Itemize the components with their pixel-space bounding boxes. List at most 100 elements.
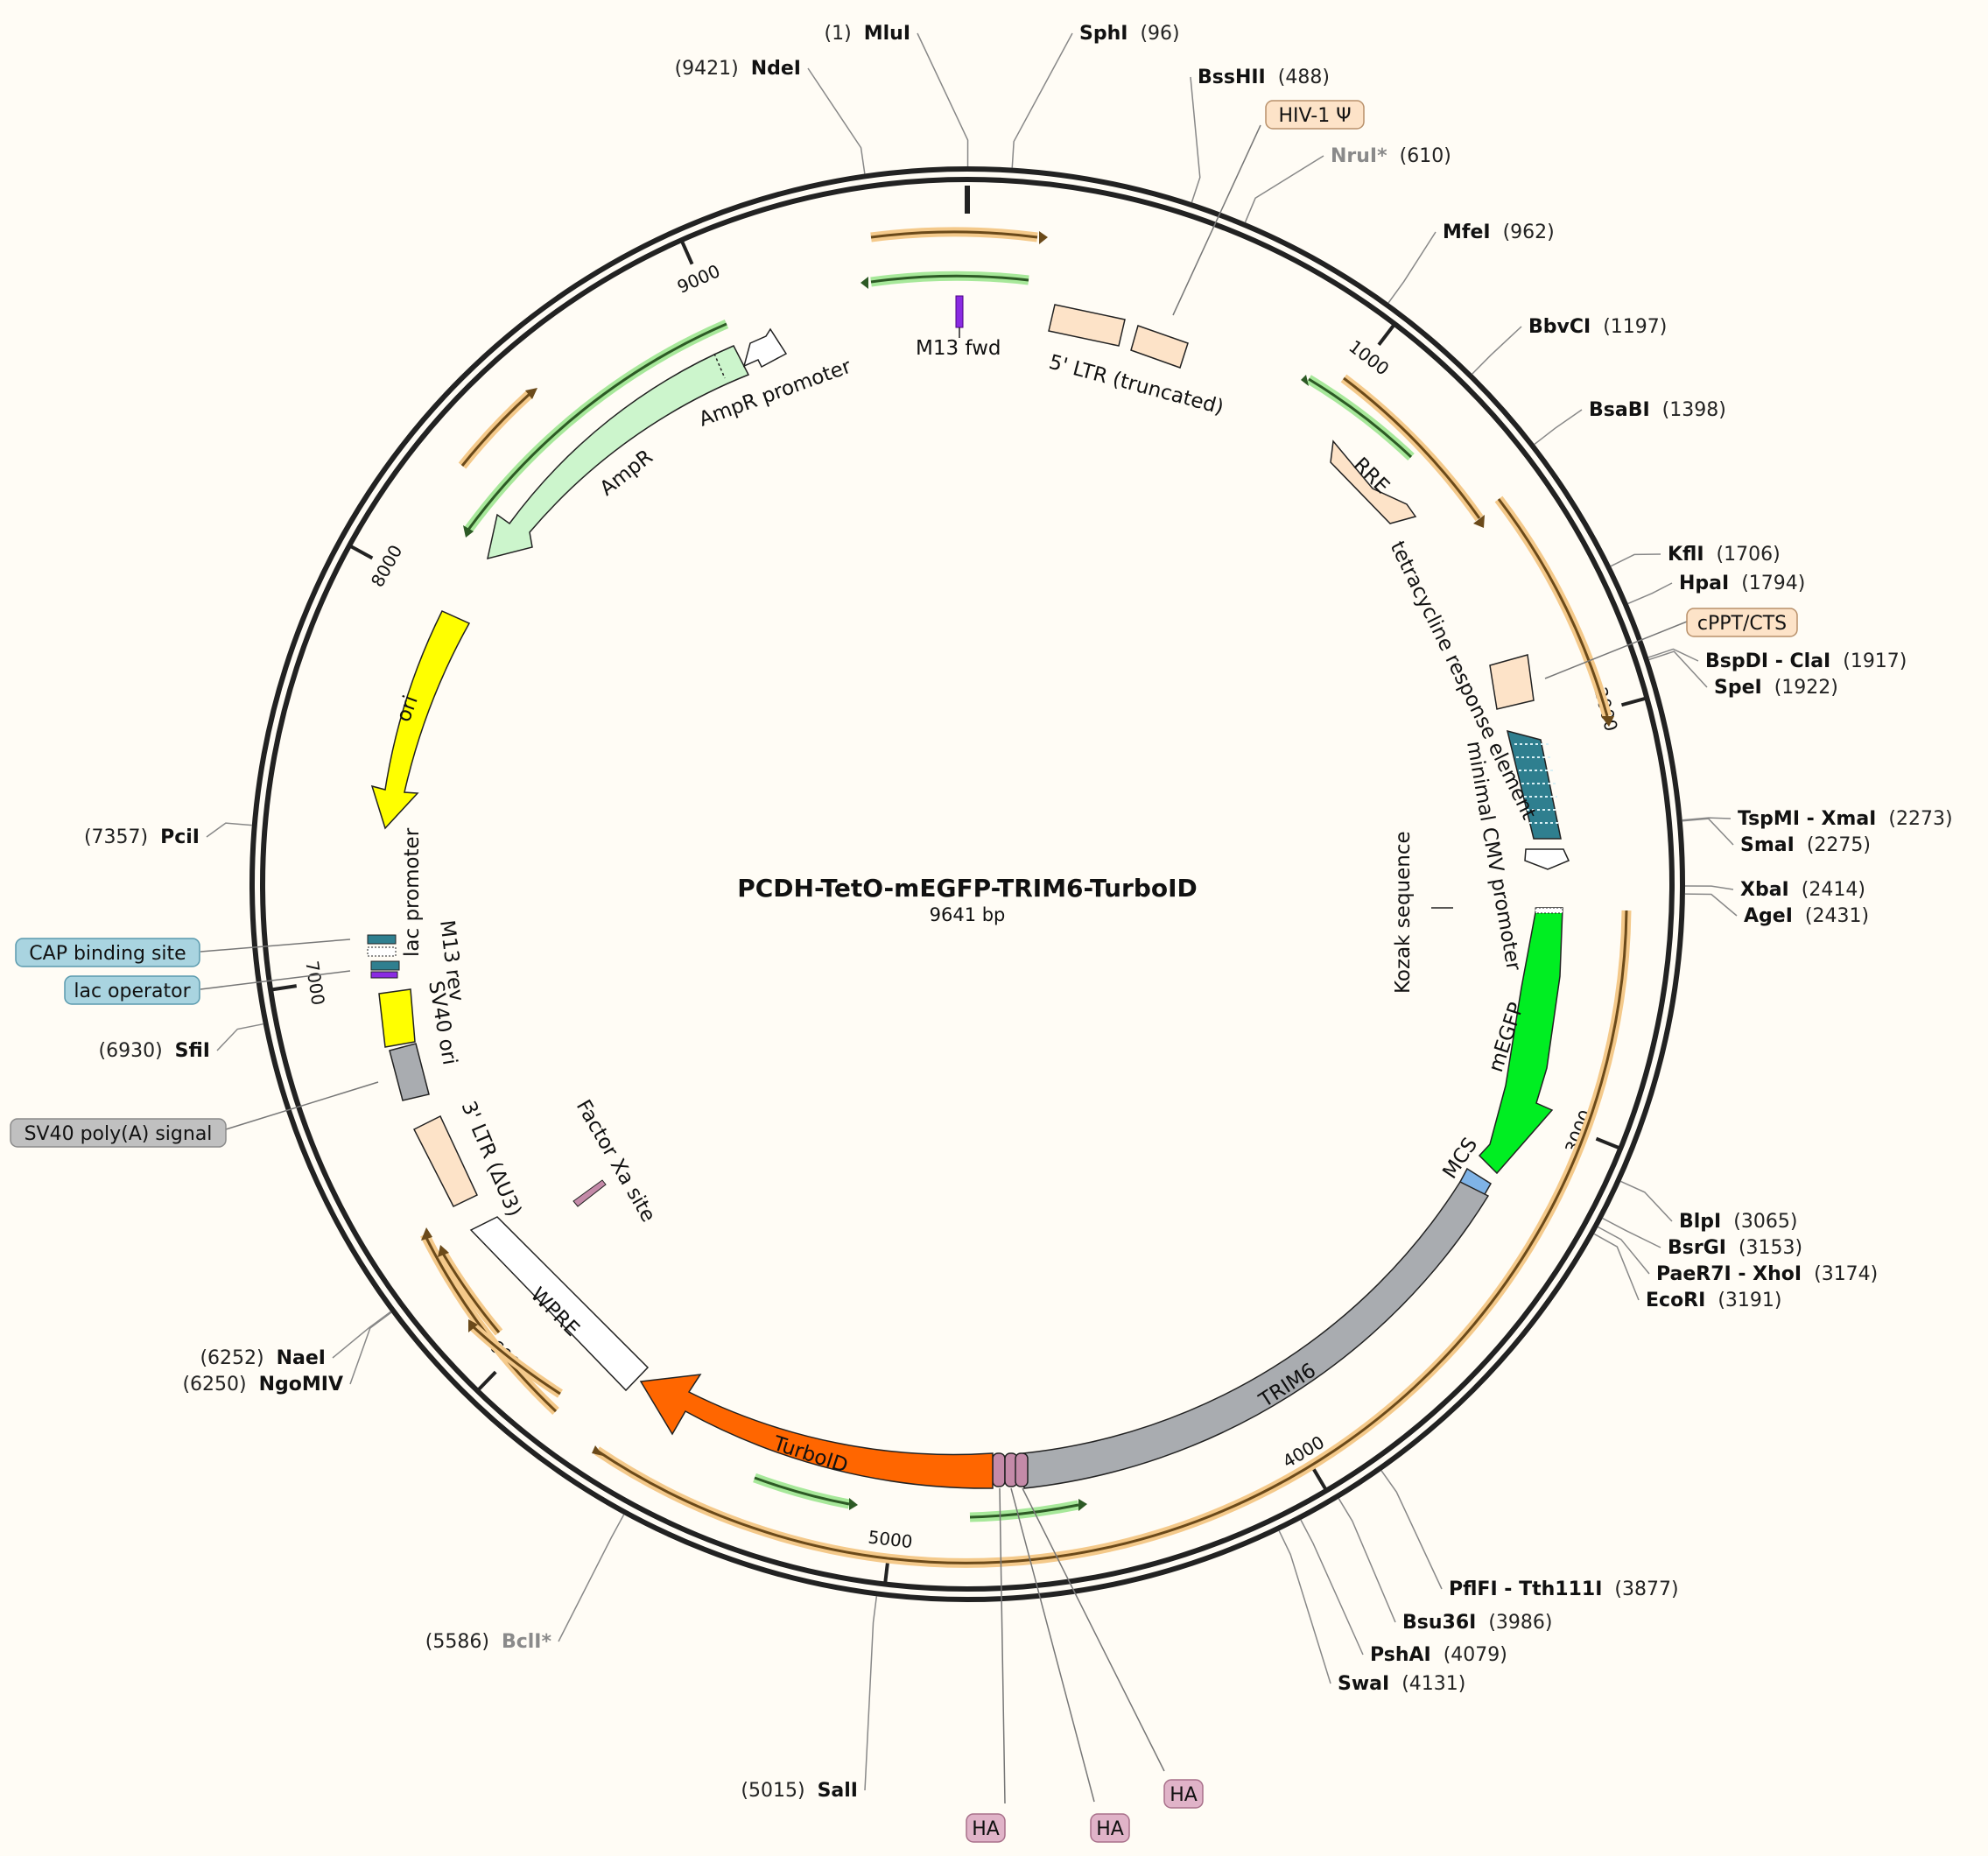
tick-label: 1000 (1345, 336, 1393, 380)
tick-mark (679, 239, 694, 265)
enzyme-name: NgoMIV (259, 1374, 343, 1396)
enzyme-gap (1650, 399, 1662, 421)
hiv-psi-callout: HIV-1 Ψ (1265, 100, 1365, 130)
enzyme-leader-line (1684, 885, 1734, 890)
enzyme-position: (962) (1503, 221, 1555, 243)
enzyme-leader-line (1380, 1470, 1443, 1590)
m13-fwd-feature (955, 295, 964, 328)
orf-arc-left-2-head (438, 1245, 449, 1257)
enzyme-label: BspDI - ClaI (1917) (1705, 650, 1907, 672)
enzyme-name: SwaI (1338, 1673, 1389, 1695)
enzyme-position: (7357) (84, 826, 148, 848)
sv40polya-text: SV40 poly(A) signal (25, 1123, 213, 1145)
ltr5-block-1 (1048, 304, 1126, 347)
orf-arc-left-1-head (421, 1227, 432, 1241)
orf-arc-left-3-line (471, 1325, 561, 1396)
enzyme-label: (6250) NgoMIV (182, 1374, 343, 1396)
enzyme-leader-line (332, 1311, 391, 1359)
enzyme-position: (9421) (675, 58, 739, 80)
sv40ori-feature (389, 1043, 430, 1101)
enzyme-gap (1830, 650, 1843, 672)
enzyme-label: BlpI (3065) (1679, 1211, 1797, 1233)
enzyme-label: HpaI (1794) (1679, 573, 1805, 594)
orf-arc-tre-head (1601, 716, 1614, 727)
enzyme-name: EcoRI (1646, 1290, 1705, 1311)
enzyme-position: (6252) (200, 1347, 263, 1369)
cppt-box (1686, 608, 1798, 637)
ha-tag-features (992, 1452, 1029, 1487)
enzyme-position: (5015) (741, 1780, 804, 1802)
enzyme-leader-line (1647, 648, 1699, 662)
enzyme-name: MluI (864, 23, 910, 45)
enzyme-leader-line (1300, 1519, 1364, 1656)
enzyme-position: (3174) (1814, 1263, 1878, 1285)
enzyme-name: BlpI (1679, 1211, 1721, 1233)
turboid-feature (639, 1374, 994, 1489)
enzyme-gap (1266, 67, 1278, 88)
enzyme-leader-line (1593, 1233, 1640, 1301)
lac-operator-leader (200, 970, 351, 990)
enzyme-position: (1917) (1843, 650, 1907, 672)
enzyme-name: PciI (160, 826, 200, 848)
enzyme-name: SmaI (1740, 834, 1795, 856)
tick-mark (475, 1370, 497, 1393)
tre-body (1506, 729, 1562, 840)
kozak-label: Kozak sequence (1392, 831, 1415, 994)
enzyme-label: SpeI (1922) (1714, 677, 1838, 699)
enzyme-name: KflI (1668, 544, 1704, 566)
sv40polya-leader (225, 1081, 379, 1130)
enzyme-position: (1706) (1717, 544, 1781, 566)
ha-2-text: HA (1096, 1818, 1124, 1840)
enzyme-leader-line (1682, 818, 1734, 846)
enzyme-position: (1197) (1603, 316, 1667, 338)
enzyme-label: EcoRI (3191) (1646, 1290, 1781, 1311)
enzyme-label: SwaI (4131) (1338, 1673, 1465, 1695)
orf-arc-upper-left-line (460, 392, 531, 467)
enzyme-name: SfiI (175, 1040, 210, 1062)
enzyme-gap (1704, 544, 1717, 566)
orf-arc-rre-line (1343, 376, 1481, 519)
orf-arc-upper-left-head (525, 388, 537, 399)
enzyme-leader-line (558, 1514, 625, 1642)
ha-tag-1 (992, 1452, 1006, 1487)
orf-arc-top-line (870, 230, 1038, 239)
enzyme-position: (1) (825, 23, 852, 45)
enzyme-gap (148, 826, 160, 848)
enzyme-label: NruI* (610) (1331, 145, 1451, 167)
orf-arcs (420, 227, 1632, 1568)
enzyme-gap (1127, 23, 1140, 45)
rre-feature (1330, 439, 1417, 524)
enzyme-label: SmaI (2275) (1740, 834, 1871, 856)
enzyme-gap (1389, 1673, 1401, 1695)
enzyme-name: BssHII (1198, 67, 1266, 88)
enzyme-leader-line (1610, 553, 1661, 567)
enzyme-gap (1431, 1644, 1444, 1666)
tick-mark (1311, 1466, 1328, 1492)
enzyme-gap (1591, 316, 1603, 338)
enzyme-position: (4131) (1401, 1673, 1465, 1695)
enzyme-gap (1602, 1578, 1614, 1600)
green-arc-top-line (870, 274, 1029, 284)
lac-operator-box (64, 975, 200, 1005)
enzyme-gap (1802, 1263, 1814, 1285)
enzyme-label: PshAI (4079) (1370, 1644, 1507, 1666)
enzyme-label: (6252) NaeI (200, 1347, 326, 1369)
cppt-text: cPPT/CTS (1697, 613, 1787, 635)
enzyme-position: (488) (1278, 67, 1330, 88)
enzyme-label: KflI (1706) (1668, 544, 1781, 566)
mincmv-feature (1524, 848, 1570, 870)
enzyme-leader-line (1472, 326, 1522, 375)
enzyme-gap (1705, 1290, 1718, 1311)
ha-tag-3 (1015, 1452, 1029, 1487)
ha-1-text: HA (972, 1818, 1000, 1840)
enzyme-name: NruI* (1331, 145, 1387, 167)
hiv-psi-text: HIV-1 Ψ (1278, 105, 1351, 127)
enzyme-name: BbvCI (1528, 316, 1591, 338)
enzyme-position: (2273) (1888, 808, 1952, 830)
orf-arc-left-3-head (468, 1319, 478, 1332)
enzyme-gap (1762, 677, 1774, 699)
features (367, 295, 1570, 1489)
orf-arc-long-line (596, 910, 1628, 1564)
enzyme-name: SpeI (1714, 677, 1762, 699)
ampr-feature (487, 345, 750, 560)
